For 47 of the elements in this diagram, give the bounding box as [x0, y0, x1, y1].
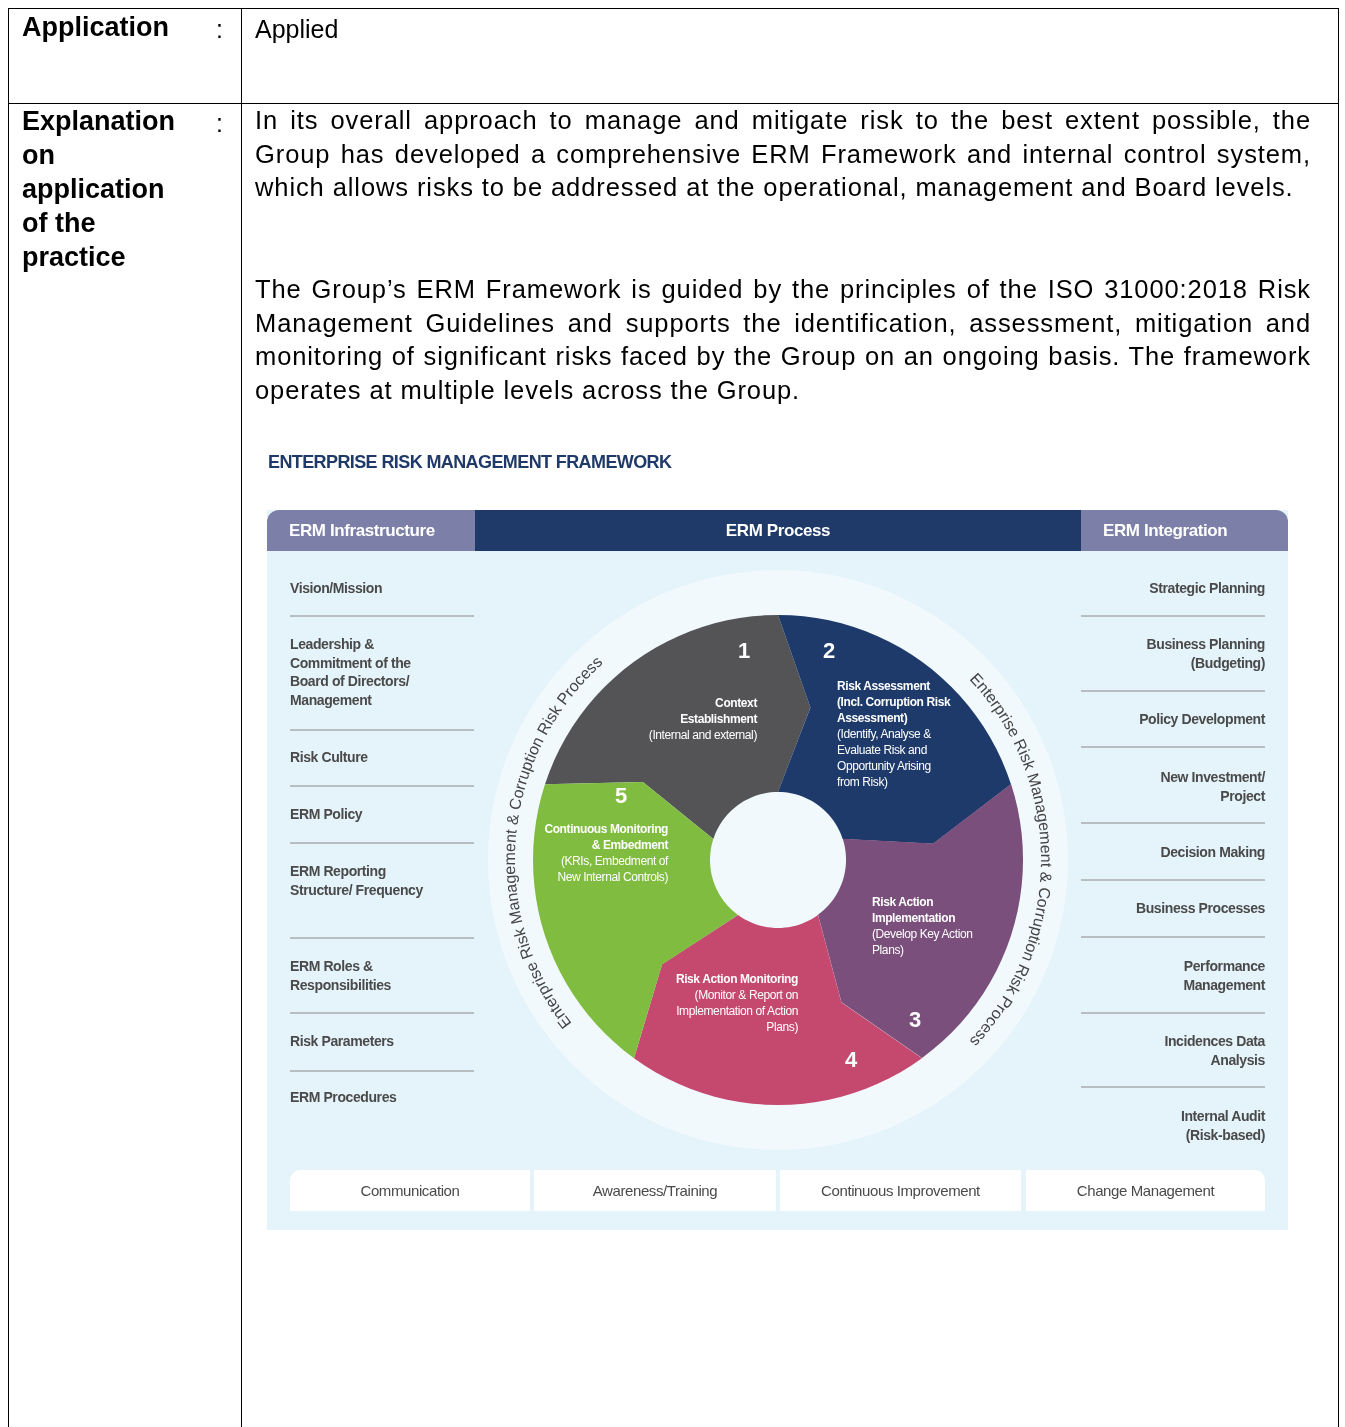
- field-label: Applied: [255, 14, 340, 44]
- list-item: ERM Policy: [290, 805, 364, 824]
- step-title: Continuous Monitoring & Embedment: [543, 821, 668, 853]
- list-item: ERM Procedures: [290, 1088, 398, 1107]
- list-item: Policy Development: [1138, 710, 1265, 729]
- step-title: Context Establishment: [679, 695, 757, 727]
- header-band: ERM Infrastructure: [267, 510, 475, 551]
- list-item: ERM Reporting Structure/ Frequency: [290, 862, 424, 899]
- step-number: 4: [845, 1047, 858, 1073]
- list-item: Risk Parameters: [290, 1032, 395, 1051]
- list-item: Decision Making: [1159, 843, 1265, 862]
- separator-colon: :: [216, 108, 224, 138]
- step-description: (Monitor & Report on Implementation of Action Plans): [675, 987, 798, 1035]
- footer-tab: Change Management: [1026, 1170, 1265, 1211]
- list-item: Business Processes: [1135, 899, 1265, 918]
- header-band: ERM Integration: [1081, 510, 1288, 551]
- list-item: Incidences Data Analysis: [1163, 1032, 1265, 1069]
- step-description: (Internal and external): [648, 727, 757, 743]
- list-item: ERM Roles & Responsibilities: [290, 957, 392, 994]
- field-label: Application: [22, 12, 170, 42]
- footer-tab: Communication: [290, 1170, 530, 1211]
- list-item: Business Planning (Budgeting): [1145, 635, 1265, 672]
- step-description: (Develop Key Action Plans): [872, 926, 974, 958]
- step-number: 1: [738, 638, 751, 664]
- list-item: Vision/Mission: [290, 579, 384, 598]
- step-description: (Identify, Analyse & Evaluate Risk and Opportunity Arising from Risk): [837, 726, 932, 790]
- step-description: (KRIs, Embedment of New Internal Controls): [556, 853, 668, 885]
- paragraph: The Group’s ERM Framework is guided by the principles of the ISO 31000:2018 Risk Management Guidelines and supports the identification, assessment, mitigation and monitoring of significant risks faced by the Group on an ongoing basis. The framework operates at multiple levels across the Group.: [255, 274, 1311, 407]
- step-number: 2: [823, 638, 836, 664]
- list-item: Strategic Planning: [1148, 579, 1265, 598]
- step-number: 5: [615, 783, 628, 809]
- footer-tab: Continuous Improvement: [780, 1170, 1021, 1211]
- separator-colon: :: [216, 14, 224, 44]
- list-item: Performance Management: [1182, 957, 1265, 994]
- step-title: Risk Assessment (Incl. Corruption Risk Assessment): [837, 678, 952, 726]
- list-item: Risk Culture: [290, 748, 369, 767]
- step-title: Risk Action Implementation: [872, 894, 957, 926]
- field-label: Explanation on application of the practice: [22, 105, 177, 274]
- list-item: Internal Audit (Risk-based): [1179, 1107, 1265, 1144]
- paragraph: In its overall approach to manage and mitigate risk to the best extent possible, the Group has developed a comprehensive ERM Framework and internal control system, which allows risks to be addressed at the operational, management and Board levels.: [255, 105, 1311, 204]
- footer-tab: Awareness/Training: [534, 1170, 776, 1211]
- list-item: Leadership & Commitment of the Board of Directors/ Management: [290, 635, 412, 709]
- step-title: Risk Action Monitoring: [675, 971, 798, 987]
- diagram-title: ENTERPRISE RISK MANAGEMENT FRAMEWORK: [268, 452, 672, 473]
- list-item: New Investment/ Project: [1159, 768, 1265, 805]
- header-band: ERM Process: [475, 510, 1081, 551]
- step-number: 3: [909, 1007, 922, 1033]
